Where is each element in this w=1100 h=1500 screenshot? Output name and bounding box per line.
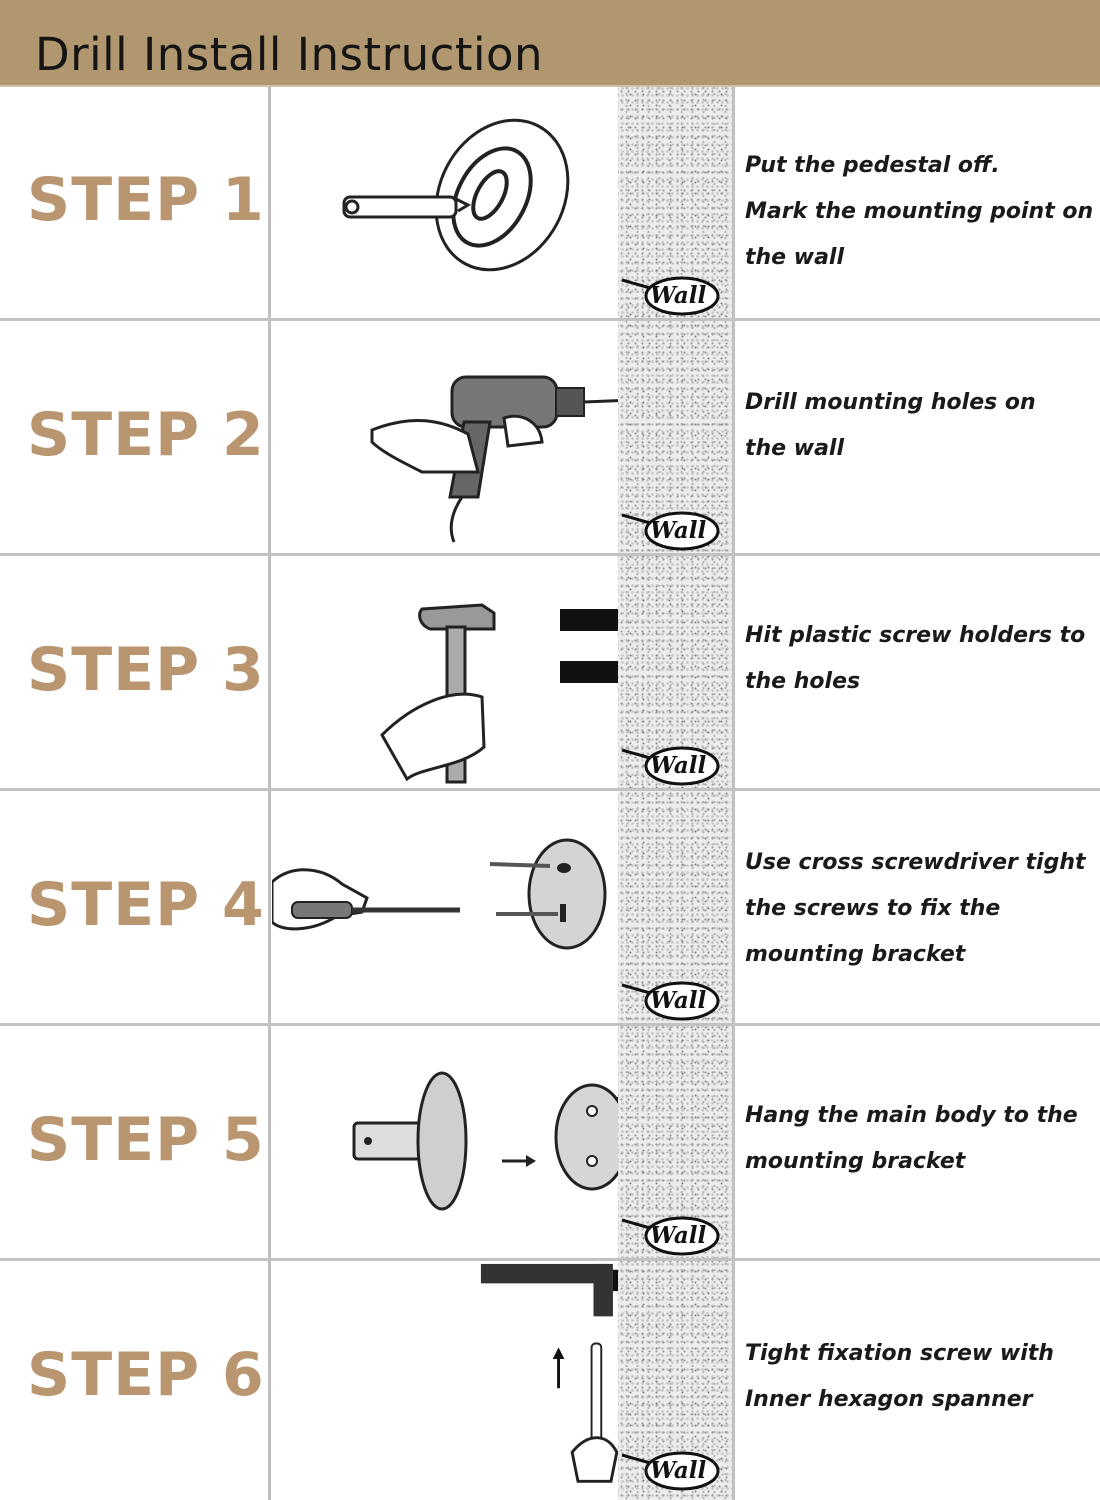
step-label: STEP 3 [27,635,265,705]
step-text-line: Mark the mounting point on [745,199,1094,224]
step-3-illustration-hammer [380,603,618,784]
row-divider [0,553,1100,556]
row-divider [0,1023,1100,1026]
step-6-illustration-spanner [480,1263,618,1483]
step-row-4: STEP 4 [0,792,1100,1026]
step-5-text: Hang the main body to the mounting brack… [745,1093,1095,1185]
step-1-text: Put the pedestal off. Mark the mounting … [745,143,1095,281]
wall-tag: Wall [620,1214,720,1258]
wall-label: Wall [650,282,707,309]
step-row-3: STEP 3 [0,557,1100,791]
header-divider [0,85,1100,87]
step-text-line: Inner hexagon spanner [745,1387,1033,1412]
wall-tag-bubble [621,1451,720,1491]
wall-tag: Wall [620,744,720,788]
wall-tag: Wall [620,979,720,1023]
step-6-text: Tight fixation screw with Inner hexagon … [745,1331,1095,1423]
step-label: STEP 2 [27,400,265,470]
wall-tag-bubble [621,276,720,316]
step-text-line: Hit plastic screw holders to [745,623,1086,648]
wall-tag-bubble [621,1216,720,1256]
step-3-text: Hit plastic screw holders to the holes [745,613,1095,705]
wall-label: Wall [650,752,707,779]
step-4-text: Use cross screwdriver tight the screws t… [745,840,1095,978]
step-1-illustration-mark-point [342,118,570,272]
row-divider [0,788,1100,791]
step-label: STEP 4 [27,870,265,940]
column-divider-right [732,87,735,1500]
step-text-line: Put the pedestal off. [745,153,1000,178]
header-banner: Drill Install Instruction [0,0,1100,85]
wall-tag: Wall [620,274,720,318]
wall-tag-bubble [621,981,720,1021]
step-row-2: STEP 2 [0,322,1100,556]
step-text-line: the screws to fix the [745,896,1001,921]
row-divider [0,318,1100,321]
step-text-line: mounting bracket [745,942,966,967]
step-text-line: Use cross screwdriver tight [745,850,1086,875]
step-text-line: the wall [745,245,845,270]
step-row-6: STEP 6 [0,1262,1100,1496]
step-label: STEP 5 [27,1105,265,1175]
step-text-line: Hang the main body to the [745,1103,1078,1128]
step-text-line: Tight fixation screw with [745,1341,1054,1366]
wall-label: Wall [650,1222,707,1249]
step-text-line: the wall [745,436,845,461]
wall-tag-bubble [621,746,720,786]
step-4-illustration-screwdriver [272,838,607,950]
column-divider-left [268,87,271,1500]
wall-tag-bubble [621,511,720,551]
wall-texture [618,87,732,1500]
step-text-line: the holes [745,669,861,694]
row-divider [0,1258,1100,1261]
wall-tag: Wall [620,1449,720,1493]
step-2-text: Drill mounting holes on the wall [745,380,1095,472]
step-text-line: Drill mounting holes on [745,390,1036,415]
step-label: STEP 1 [27,165,265,235]
page-title: Drill Install Instruction [35,28,544,81]
wall-label: Wall [650,987,707,1014]
wall-label: Wall [650,517,707,544]
step-text-line: mounting bracket [745,1149,966,1174]
step-2-illustration-drill [370,375,618,543]
wall-tag: Wall [620,509,720,553]
step-row-5: STEP 5 [0,1027,1100,1261]
wall-label: Wall [650,1457,707,1484]
step-5-illustration-hang-body [352,1071,618,1211]
step-row-1: STEP 1 [0,87,1100,321]
step-label: STEP 6 [27,1340,265,1410]
